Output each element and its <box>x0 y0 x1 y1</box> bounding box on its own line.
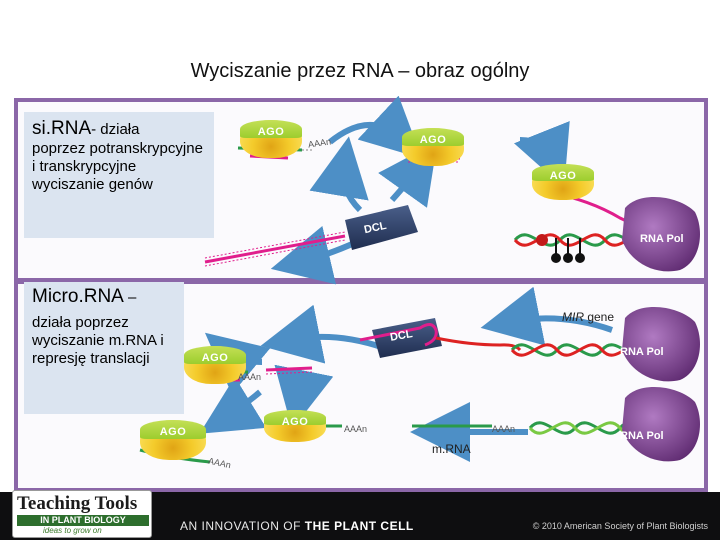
sirna-description-box: si.RNA- działa poprzez potranskrypcyjne … <box>24 112 214 238</box>
teaching-tools-logo: Teaching Tools IN PLANT BIOLOGY ideas to… <box>12 490 152 538</box>
page-title: Wyciszanie przez RNA – obraz ogólny <box>190 60 530 82</box>
arrow-icon <box>378 141 438 208</box>
arrow-icon <box>480 286 613 346</box>
rna-pol-label: RNA Pol <box>620 430 664 442</box>
mirna-heading: Micro.RNA <box>32 286 124 307</box>
polya-tail: AAAn <box>344 424 368 434</box>
arrow-icon <box>309 136 369 213</box>
copyright-text: © 2010 American Society of Plant Biologi… <box>532 521 708 531</box>
mir-gene-label: MIR gene <box>562 310 615 324</box>
rna-pol-label: RNA Pol <box>620 346 664 358</box>
ago-protein: AGO <box>532 164 594 200</box>
logo-tagline: ideas to grow on <box>43 526 102 535</box>
mirna-heading-tail: – <box>123 289 137 306</box>
arrow-icon <box>513 120 570 188</box>
ago-protein: AGO <box>264 410 326 442</box>
arrow-icon <box>199 376 267 434</box>
arrow-icon <box>290 350 310 378</box>
ago-protein: AGO <box>402 128 464 166</box>
sirna-heading: si.RNA <box>32 118 92 139</box>
rna-silencing-diagram <box>139 95 700 464</box>
mrna-label: m.RNA <box>432 442 471 456</box>
logo-subtitle: IN PLANT BIOLOGY <box>17 515 149 526</box>
innovation-text: AN INNOVATION OF THE PLANT CELL <box>180 519 414 533</box>
polya-tail: AAAn <box>492 424 516 434</box>
sirna-heading-tail: - działa <box>91 121 140 138</box>
polya-tail: AAAn <box>238 372 262 382</box>
ago-protein: AGO <box>240 120 302 158</box>
arrow-icon <box>328 95 422 159</box>
rna-pol-label: RNA Pol <box>640 233 684 245</box>
arrow-icon <box>274 364 334 430</box>
mirna-description: działa poprzez wyciszanie m.RNA i repres… <box>32 314 164 367</box>
ago-protein: AGO <box>140 420 206 460</box>
sirna-description: poprzez potranskrypcyjne i transkrypcyjn… <box>32 140 203 193</box>
mirna-description-box: Micro.RNA – działa poprzez wyciszanie m.… <box>24 282 184 414</box>
ago-protein: AGO <box>184 346 246 384</box>
logo-title: Teaching Tools <box>17 493 138 514</box>
